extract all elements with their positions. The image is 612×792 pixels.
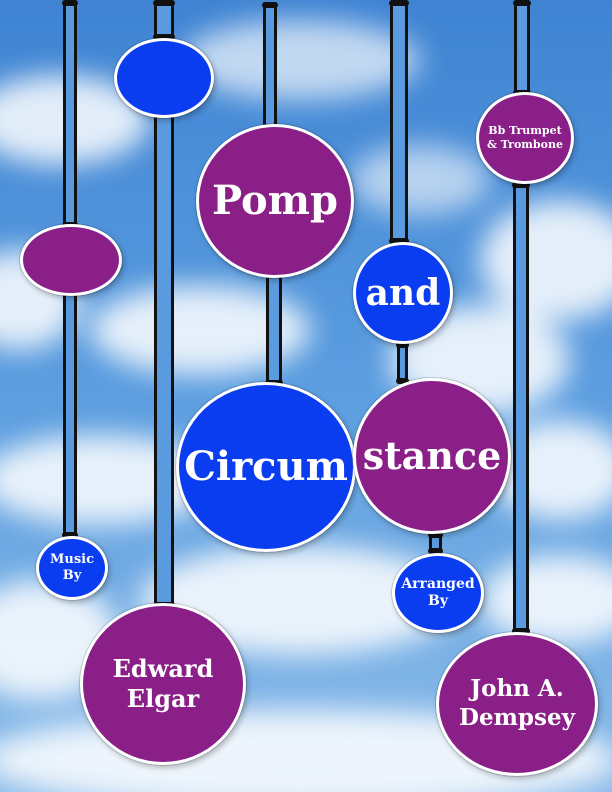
hanging-rod xyxy=(428,532,443,554)
arranger-name: John A. Dempsey xyxy=(459,675,575,731)
instrumentation-ball: Bb Trumpet & Trombone xyxy=(476,92,574,184)
arranged-by-label: Arranged By xyxy=(401,575,475,610)
music-by-label: Music By xyxy=(49,551,94,583)
composer-ball: Edward Elgar xyxy=(80,603,246,765)
title-pomp: Pomp xyxy=(212,177,338,224)
hanging-rod xyxy=(153,0,175,40)
hanging-rod xyxy=(262,2,278,130)
hanging-rod xyxy=(62,0,78,228)
arranged-by-ball: Arranged By xyxy=(392,553,484,633)
hanging-rod xyxy=(62,290,78,538)
hanging-rod xyxy=(396,342,409,384)
title-ball-circum: Circum xyxy=(176,382,356,552)
title-ball-and: and xyxy=(353,242,453,344)
title-stance: stance xyxy=(362,433,502,479)
decorative-ball xyxy=(114,38,214,118)
instrumentation-label: Bb Trumpet & Trombone xyxy=(487,124,563,151)
music-by-ball: Music By xyxy=(36,536,108,600)
title-ball-pomp: Pomp xyxy=(196,124,354,278)
hanging-rod xyxy=(389,0,409,244)
title-and: and xyxy=(365,271,441,314)
hanging-rod xyxy=(265,272,283,386)
hanging-rod xyxy=(153,112,175,608)
arranger-ball: John A. Dempsey xyxy=(436,632,598,776)
hanging-rod xyxy=(513,0,531,96)
title-circum: Circum xyxy=(184,443,348,490)
title-ball-stance: stance xyxy=(353,378,511,534)
decorative-ball xyxy=(20,224,122,296)
hanging-rod xyxy=(512,182,530,634)
composer-name: Edward Elgar xyxy=(112,654,214,713)
